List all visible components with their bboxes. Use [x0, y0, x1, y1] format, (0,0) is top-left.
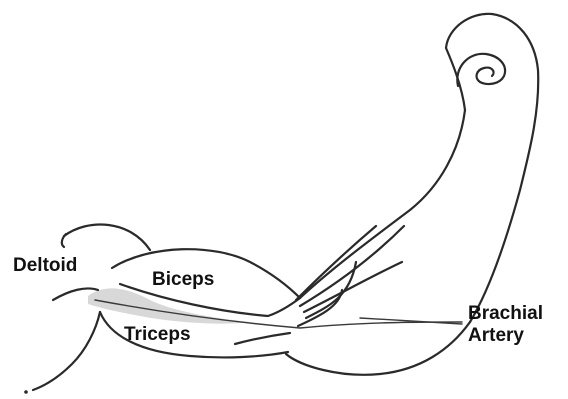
biceps-label: Biceps [152, 269, 214, 291]
deltoid-outline [64, 224, 150, 250]
armpit-curve [33, 312, 100, 390]
brachial-artery-label: Brachial Artery [468, 303, 543, 347]
brachial-artery-label-line1: Brachial [468, 303, 543, 325]
triceps-label: Triceps [124, 324, 191, 346]
deltoid-hook [62, 234, 66, 247]
forearm-upper-outline [300, 110, 465, 298]
forearm-tendon-2 [300, 226, 404, 306]
forearm-lower-outline [286, 322, 470, 375]
triceps-inner-line [235, 333, 290, 344]
sketch-dot [24, 390, 28, 394]
deltoid-label: Deltoid [13, 255, 77, 277]
shoulder-attachment-shading [88, 288, 250, 323]
brachial-artery-label-line2: Artery [468, 325, 543, 347]
fist-outline [446, 14, 538, 322]
thumb-curl [477, 68, 494, 82]
